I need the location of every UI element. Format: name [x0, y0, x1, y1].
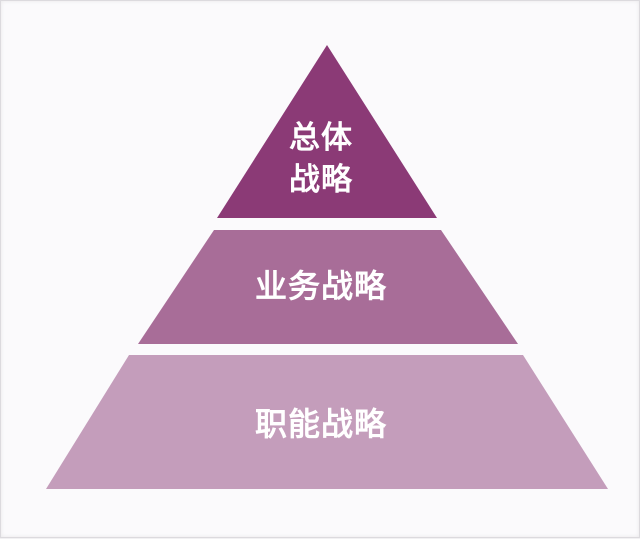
tier-label-line: 战略: [289, 162, 353, 198]
tier-label-functional-strategy: 职能战略: [254, 405, 387, 443]
tier-label-line: 总体: [289, 120, 353, 156]
tier-label-business-strategy: 业务战略: [254, 267, 387, 305]
tier-label-overall-strategy: 总体 战略: [246, 117, 396, 201]
pyramid-tier-top: [217, 45, 437, 218]
pyramid-tier-bottom: [46, 355, 608, 489]
pyramid-tier-middle: [138, 230, 518, 344]
